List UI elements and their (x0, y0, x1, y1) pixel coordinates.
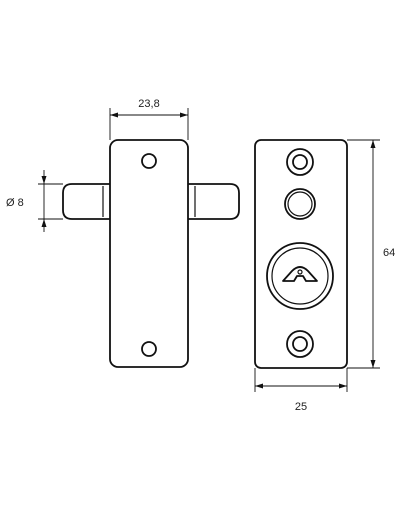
pin-hole-inner (287, 191, 313, 217)
mounting-plate (109, 139, 189, 368)
dimension-body-width: 25 (254, 368, 348, 413)
body-width-label: 25 (295, 401, 307, 413)
bolt-right-stub (188, 183, 240, 220)
keyway-center-dot (297, 269, 303, 275)
plate-screw-hole-top (141, 153, 157, 169)
body-height-label: 64 (383, 247, 395, 259)
dimension-plate-width: 23,8 (109, 98, 189, 140)
cylinder-inner (271, 247, 329, 305)
body-screw-hole-bottom-inner (292, 336, 308, 352)
body-screw-hole-top-outer (286, 148, 314, 176)
dimension-body-height: 64 (347, 139, 395, 369)
front-view (62, 139, 240, 368)
plate-width-label: 23,8 (138, 98, 159, 110)
lock-body (254, 139, 348, 369)
side-view (254, 139, 348, 369)
dimension-bolt-diameter: Ø 8 (6, 170, 63, 232)
bolt-left-stub (62, 183, 110, 220)
body-screw-hole-bottom-outer (286, 330, 314, 358)
bolt-diameter-label: Ø 8 (6, 197, 24, 209)
keyway-icon (282, 266, 318, 282)
body-screw-hole-top-inner (292, 154, 308, 170)
pin-hole-outer (284, 188, 316, 220)
plate-screw-hole-bottom (141, 341, 157, 357)
cylinder-outer (266, 242, 334, 310)
